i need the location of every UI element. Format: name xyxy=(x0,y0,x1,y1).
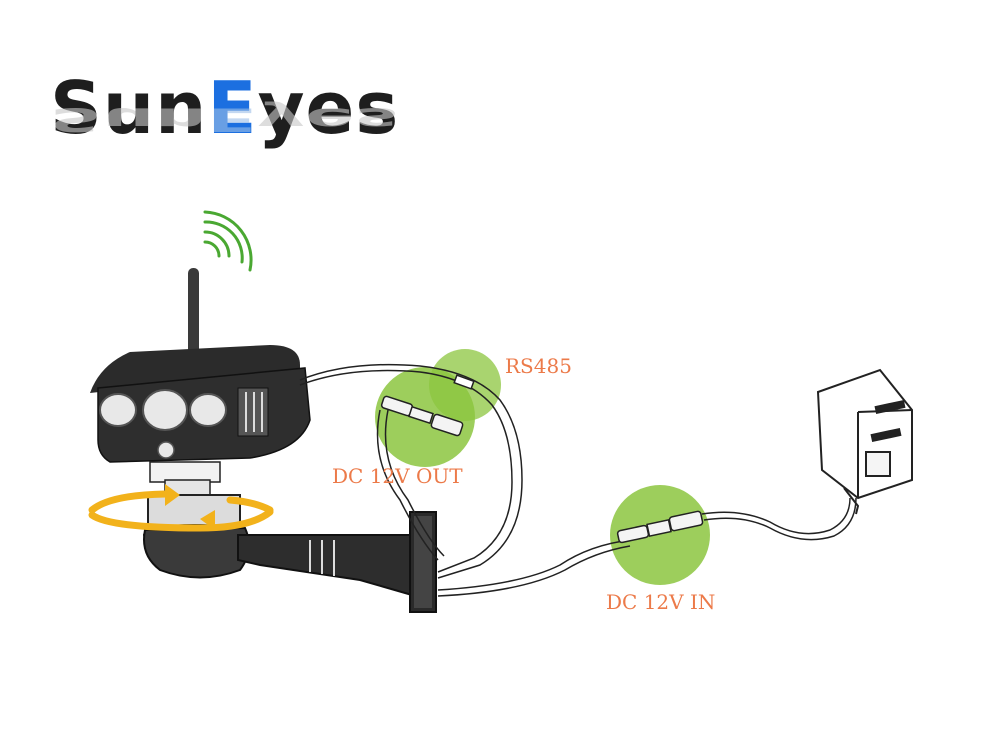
label-dc-12v-in: DC 12V IN xyxy=(606,590,716,614)
mount-bracket xyxy=(143,494,437,613)
logo-accent-letter: E xyxy=(207,66,258,150)
power-adapter-icon xyxy=(816,368,913,515)
rotation-arrowhead-left xyxy=(200,510,215,530)
adapter-cable xyxy=(701,497,857,541)
logo-prefix: Sun xyxy=(50,66,208,150)
rotation-arrow-icon xyxy=(88,490,274,532)
rs485-connector xyxy=(453,374,475,390)
camera-cables xyxy=(299,363,631,597)
logo-text: SunEyes xyxy=(50,72,399,144)
brand-logo: SunEyes SunEyes xyxy=(50,72,399,172)
label-dc-12v-out: DC 12V OUT xyxy=(332,464,463,488)
dc-in-connector xyxy=(616,510,704,544)
label-rs485: RS485 xyxy=(505,354,572,378)
camera-body xyxy=(90,345,311,499)
highlight-dc-in xyxy=(610,485,710,585)
rotation-arrowhead-right xyxy=(165,484,180,506)
dc-out-connector xyxy=(380,395,464,437)
logo-suffix: yes xyxy=(257,66,400,150)
wifi-signal-icon xyxy=(203,210,253,272)
